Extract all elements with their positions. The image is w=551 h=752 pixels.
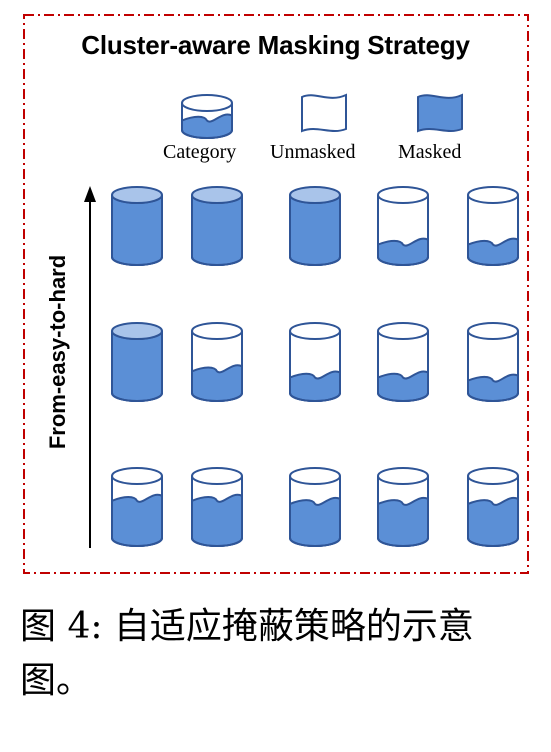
legend-label-category: Category: [163, 141, 237, 163]
cylinder-middle-4: [377, 322, 429, 402]
cylinder-top-5: [467, 186, 519, 266]
easy-to-hard-arrow: [84, 186, 96, 548]
cylinder-bottom-5: [467, 467, 519, 547]
figure-caption: 图 4: 自适应掩蔽策略的示意图。: [20, 606, 474, 701]
cylinder-top-2: [191, 186, 243, 266]
cylinder-middle-5: [467, 322, 519, 402]
cylinder-middle-3: [289, 322, 341, 402]
cylinder-bottom-3: [289, 467, 341, 547]
legend-label-masked: Masked: [398, 141, 462, 163]
category-icon: [181, 94, 233, 139]
cylinder-grid: [111, 186, 519, 547]
cylinder-top-4: [377, 186, 429, 266]
cylinder-bottom-1: [111, 467, 163, 547]
cylinder-middle-2: [191, 322, 243, 402]
masked-icon: [417, 93, 463, 133]
cylinder-bottom-2: [191, 467, 243, 547]
cylinder-bottom-4: [377, 467, 429, 547]
unmasked-icon: [301, 93, 347, 133]
diagram-canvas: [23, 14, 529, 574]
diagram-title: Cluster-aware Masking Strategy: [81, 30, 470, 60]
axis-label: From-easy-to-hard: [45, 254, 70, 450]
cylinder-top-3: [289, 186, 341, 266]
cylinder-middle-1: [111, 322, 163, 402]
dash-dot-border: [23, 14, 529, 574]
cylinder-top-1: [111, 186, 163, 266]
legend-icons: [181, 93, 463, 139]
legend-label-unmasked: Unmasked: [270, 141, 356, 163]
